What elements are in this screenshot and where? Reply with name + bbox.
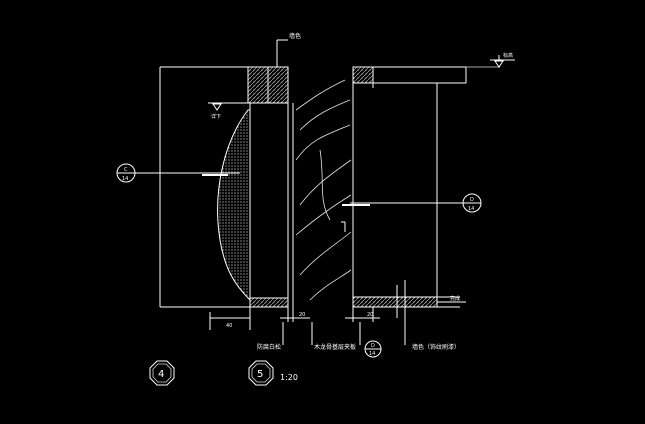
bottom-right-level-label: 完成 [450, 295, 460, 302]
section-mark-5 [248, 360, 274, 386]
curved-panel [217, 109, 251, 302]
ref-right-top: D [470, 197, 474, 203]
note-3: 墙色（饰纹刷漆） [412, 343, 460, 351]
note-leaders [282, 322, 361, 345]
dim-mid2: 20 [367, 312, 373, 318]
left-level-mark [208, 102, 248, 111]
dim-mid1: 20 [299, 312, 305, 318]
top-right-level-label: 标高 [503, 52, 513, 59]
ref-callout-right [341, 193, 482, 232]
top-mid-block [352, 66, 374, 84]
top-right-level-mark [490, 55, 515, 68]
left-level-label: 详下 [211, 113, 221, 120]
dim-left: 40 [226, 323, 232, 329]
ref-bottom-top: D [371, 343, 375, 349]
ref-left-bottom: 14 [122, 176, 128, 182]
ref-callout-left [116, 163, 240, 183]
ref-right-bottom: 14 [468, 206, 474, 212]
ref-bottom-bottom: 14 [369, 351, 375, 357]
marble-panel [287, 67, 352, 307]
top-material-label: 墙色 [289, 32, 301, 40]
ref-left-top: C [124, 167, 128, 173]
note-1: 防腐白松 [257, 343, 281, 351]
section-mark-4 [149, 360, 175, 386]
bottom-dimensions [209, 280, 406, 345]
section-mark-5-label: 5 [257, 369, 263, 380]
note-2: 木龙骨基层夹板 [314, 343, 356, 351]
ref-callout-bottom [364, 340, 382, 358]
bottom-left-block [249, 297, 289, 308]
top-right-frame [352, 66, 500, 307]
top-material-leader [276, 39, 288, 67]
bottom-mid-block [352, 296, 438, 308]
scale-label: 1:20 [280, 373, 298, 382]
section-mark-4-label: 4 [158, 369, 164, 380]
